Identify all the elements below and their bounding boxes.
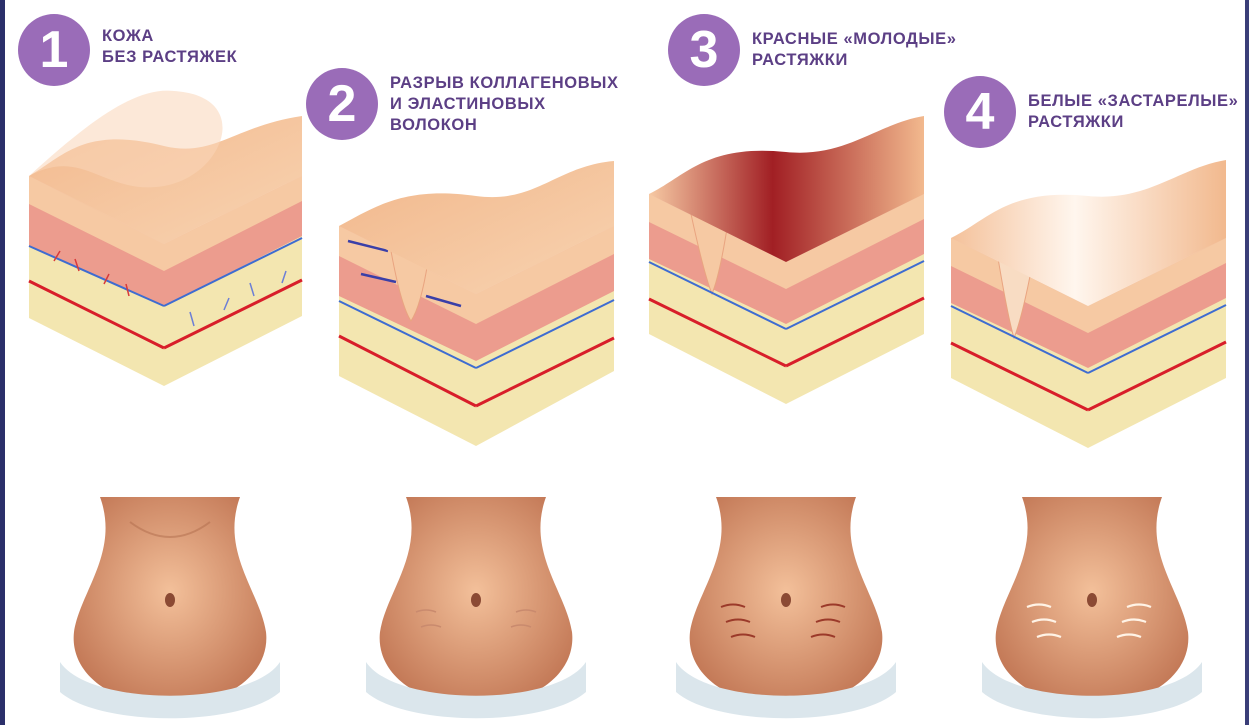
step-1-label: КОЖА БЕЗ РАСТЯЖЕК [102,26,237,68]
step-4-header: 4 БЕЛЫЕ «ЗАСТАРЕЛЫЕ» РАСТЯЖКИ [944,76,1238,148]
step-2-header: 2 РАЗРЫВ КОЛЛАГЕНОВЫХ И ЭЛАСТИНОВЫХ ВОЛО… [306,68,619,140]
step-4-label: БЕЛЫЕ «ЗАСТАРЕЛЫЕ» РАСТЯЖКИ [1028,91,1238,133]
belly-light-marks [366,492,586,720]
skin-block-fiber-tear [336,146,618,452]
step-1-number: 1 [18,14,90,86]
step-3-header: 3 КРАСНЫЕ «МОЛОДЫЕ» РАСТЯЖКИ [668,14,957,86]
step-1-header: 1 КОЖА БЕЗ РАСТЯЖЕК [18,14,237,86]
step-3-label: КРАСНЫЕ «МОЛОДЫЕ» РАСТЯЖКИ [752,29,957,71]
step-4-number: 4 [944,76,1016,148]
belly-white-marks [982,492,1202,720]
belly-smooth [60,492,280,720]
step-2-number: 2 [306,68,378,140]
skin-block-smooth [24,86,306,394]
step-3-number: 3 [668,14,740,86]
right-edge-bar [1245,0,1249,725]
step-2-label: РАЗРЫВ КОЛЛАГЕНОВЫХ И ЭЛАСТИНОВЫХ ВОЛОКО… [390,73,619,136]
skin-block-white-stretch [948,148,1230,452]
belly-red-marks [676,492,896,720]
left-edge-bar [0,0,5,725]
skin-block-red-stretch [646,104,928,408]
